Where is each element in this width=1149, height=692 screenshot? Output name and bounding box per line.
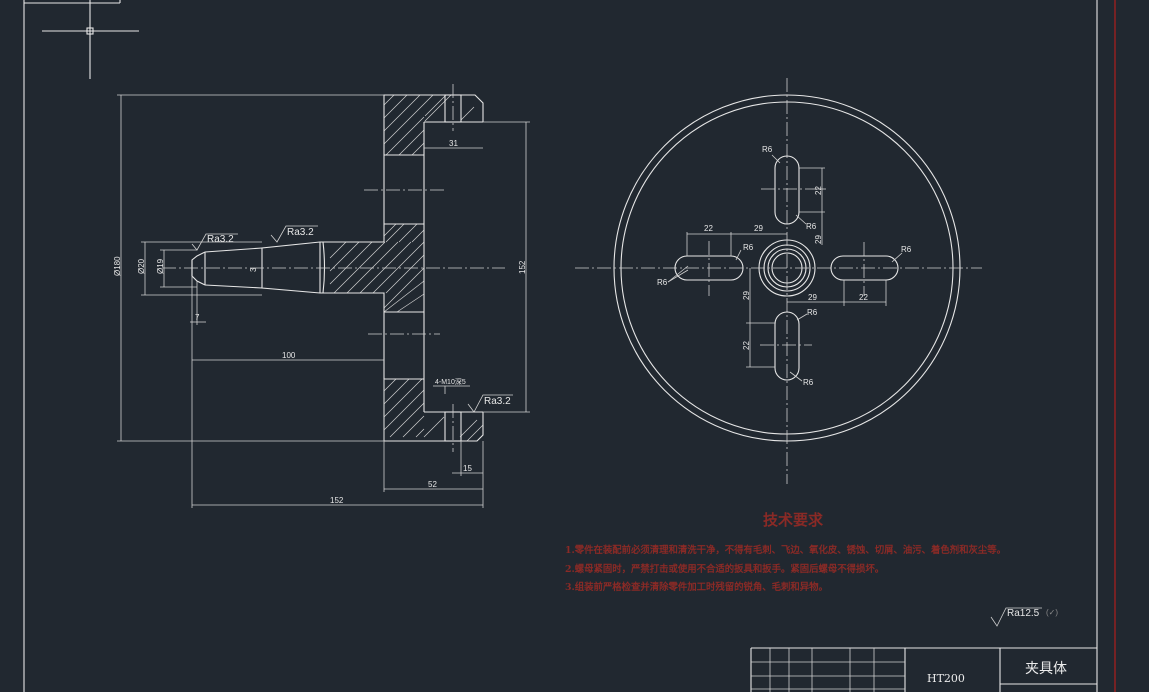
- slot-top: [761, 155, 812, 225]
- slot-left: [674, 241, 744, 296]
- plan-dim-left-22: 22: [704, 224, 713, 233]
- slot-bottom: [760, 311, 812, 381]
- radius-label-4: R6: [657, 278, 668, 287]
- roughness-symbol-1: Ra3.2: [191, 233, 238, 251]
- plan-dim-top-29: 29: [814, 235, 823, 244]
- section-view: Ø180 Ø20 Ø19 3 31 152 7: [113, 84, 530, 508]
- dim-dia-180: Ø180: [113, 256, 122, 276]
- requirement-item-3: 3.组装前严格检查并清除零件加工时残留的锐角、毛刺和异物。: [565, 581, 828, 593]
- dim-152-vertical: 152: [518, 260, 527, 274]
- radius-label-3: R6: [743, 243, 754, 252]
- requirement-item-1: 1.零件在装配前必须清理和清洗干净，不得有毛刺、飞边、氧化皮、锈蚀、切屑、油污、…: [565, 544, 1006, 556]
- crosshair-cursor-icon: [42, 0, 139, 79]
- plan-dim-right-22: 22: [859, 293, 868, 302]
- section-dimensions: Ø180 Ø20 Ø19 3 31 152 7: [113, 94, 530, 508]
- radius-label-2: R6: [806, 222, 817, 231]
- general-roughness: Ra12.5 (✓): [990, 607, 1058, 627]
- technical-requirements: 技术要求 1.零件在装配前必须清理和清洗干净，不得有毛刺、飞边、氧化皮、锈蚀、切…: [565, 511, 1006, 593]
- radius-label-1: R6: [762, 145, 773, 154]
- hatch-bottom-left: [383, 378, 484, 442]
- hatch-hub-upper: [329, 223, 425, 313]
- section-hatching: [329, 94, 484, 442]
- material-label: HT200: [927, 672, 965, 685]
- technical-requirements-title: 技术要求: [763, 511, 824, 529]
- dim-52: 52: [428, 480, 437, 489]
- radius-labels: R6 R6 R6 R6 R6 R6 R6 R6: [657, 145, 912, 387]
- section-centerlines: [162, 84, 505, 452]
- plan-dim-left-29: 29: [754, 224, 763, 233]
- dim-100: 100: [282, 351, 296, 360]
- dim-152-horizontal: 152: [330, 496, 344, 505]
- radius-label-6: R6: [807, 308, 818, 317]
- general-roughness-value: Ra12.5: [1007, 608, 1040, 619]
- dim-dia-19: Ø19: [156, 258, 165, 274]
- plan-dimensions: 22 29 22 29 29 22 29 22: [686, 167, 887, 368]
- plan-dim-bottom-22: 22: [742, 341, 751, 350]
- plan-dim-bottom-29: 29: [742, 291, 751, 300]
- roughness-symbol-3: Ra3.2: [467, 394, 513, 413]
- roughness-symbol-2: Ra3.2: [270, 225, 318, 243]
- dim-small-3: 3: [249, 267, 258, 272]
- hatch-top-left: [383, 94, 475, 156]
- dim-31: 31: [449, 139, 458, 148]
- title-block: HT200 夹具体: [750, 647, 1097, 692]
- dim-7: 7: [195, 313, 200, 322]
- plan-dim-right-29: 29: [808, 293, 817, 302]
- roughness-label-1: Ra3.2: [207, 234, 234, 245]
- thread-note: 4-M10深5: [435, 377, 466, 386]
- radius-label-7: R6: [803, 378, 814, 387]
- dim-15: 15: [463, 464, 472, 473]
- slot-right: [830, 242, 899, 296]
- drawing-frame: [23, 0, 1116, 692]
- plan-view: 22 29 22 29 29 22 29 22 R6: [575, 78, 982, 484]
- part-name: 夹具体: [1025, 661, 1067, 677]
- requirement-item-2: 2.螺母紧固时，严禁打击或使用不合适的扳具和扳手。紧固后螺母不得损坏。: [565, 563, 884, 575]
- plan-dim-top-22: 22: [814, 186, 823, 195]
- roughness-label-3: Ra3.2: [484, 396, 511, 407]
- radius-label-5: R6: [901, 245, 912, 254]
- general-roughness-suffix: (✓): [1046, 608, 1058, 617]
- dim-dia-20: Ø20: [137, 258, 146, 274]
- roughness-label-2: Ra3.2: [287, 227, 314, 238]
